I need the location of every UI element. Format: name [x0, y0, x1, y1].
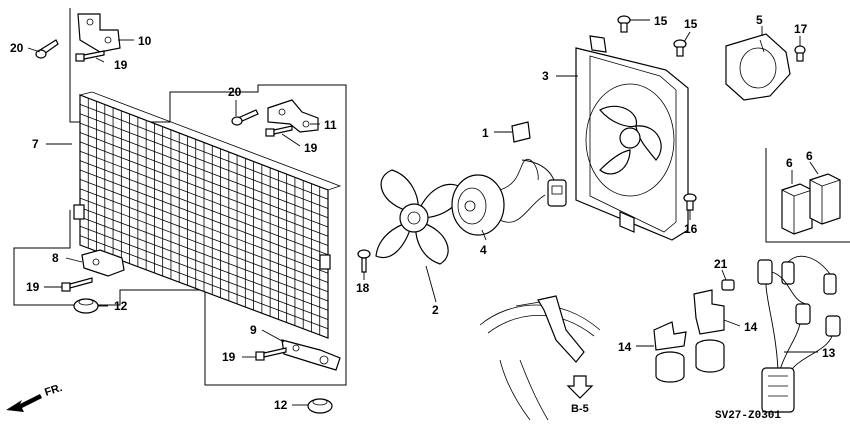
motor-cover-5[interactable]	[725, 33, 791, 101]
condenser[interactable]	[73, 91, 342, 339]
fan-motor[interactable]	[451, 158, 546, 236]
callout-17: 17	[794, 22, 808, 36]
grommet-12-lower[interactable]	[307, 398, 333, 414]
callout-13: 13	[822, 346, 836, 360]
callout-11: 11	[324, 118, 337, 132]
fan-blade[interactable]	[375, 169, 465, 265]
upper-bracket-11[interactable]	[267, 99, 319, 133]
callout-6-right: 6	[806, 149, 813, 163]
leader-lines	[27, 19, 819, 406]
connector-wire[interactable]	[521, 159, 567, 207]
bolt-15-left[interactable]	[617, 15, 631, 33]
section-arrow	[566, 375, 594, 399]
callout-15-right: 15	[684, 17, 698, 31]
relay-6-left[interactable]	[781, 183, 813, 235]
front-direction-arrow: FR.	[6, 382, 64, 412]
callout-3: 3	[542, 69, 549, 83]
callout-5: 5	[756, 13, 763, 27]
callout-2: 2	[432, 303, 439, 317]
screw-17[interactable]	[794, 45, 806, 62]
callout-12-upper: 12	[114, 299, 128, 313]
clip-1[interactable]	[511, 121, 531, 143]
bolt-15-right[interactable]	[673, 39, 687, 57]
condenser-group-outline	[13, 8, 347, 386]
bolt-19-middle[interactable]	[265, 125, 293, 137]
lower-bracket-8[interactable]	[81, 249, 125, 277]
callout-19-middle: 19	[304, 141, 318, 155]
callout-19-lower-left: 19	[26, 280, 40, 294]
callout-19-upper: 19	[114, 58, 128, 72]
callout-21: 21	[714, 257, 728, 271]
callout-18: 18	[356, 281, 370, 295]
screw-18[interactable]	[357, 249, 371, 273]
callout-19-lower: 19	[222, 350, 236, 364]
upper-bracket-10[interactable]	[77, 13, 121, 53]
callout-9: 9	[250, 323, 257, 337]
callout-8: 8	[52, 251, 59, 265]
callout-7: 7	[32, 137, 39, 151]
callout-4: 4	[480, 243, 487, 257]
nut-21[interactable]	[721, 279, 735, 291]
callout-15-left: 15	[654, 14, 668, 28]
callout-1: 1	[482, 126, 489, 140]
callout-6-left: 6	[786, 156, 793, 170]
bolt-20-middle[interactable]	[231, 109, 259, 126]
callout-14-right: 14	[744, 320, 758, 334]
bolt-19-lower-left[interactable]	[61, 277, 93, 292]
bolt-19-lower[interactable]	[255, 347, 287, 361]
direction-label: FR.	[43, 382, 64, 399]
vehicle-body-reference	[479, 295, 601, 421]
relay-6-right[interactable]	[809, 173, 841, 225]
callout-20-middle: 20	[228, 85, 242, 99]
wire-harness-13[interactable]	[757, 255, 841, 413]
section-reference-label: B-5	[571, 403, 589, 415]
callout-14-left: 14	[618, 340, 632, 354]
bracket-14-right[interactable]	[693, 289, 725, 335]
callout-20-upper: 20	[10, 41, 24, 55]
callout-16: 16	[684, 222, 698, 236]
bolt-20-upper[interactable]	[35, 39, 59, 59]
callout-12-lower: 12	[274, 398, 288, 412]
drawing-code: SV27-Z0301	[715, 410, 781, 422]
damper-left[interactable]	[655, 351, 685, 383]
bracket-14-left[interactable]	[653, 321, 687, 351]
grommet-12-upper[interactable]	[73, 298, 99, 314]
bolt-19-upper[interactable]	[75, 50, 105, 62]
callout-10: 10	[138, 34, 152, 48]
lower-bracket-9[interactable]	[281, 339, 341, 371]
damper-right[interactable]	[695, 339, 725, 373]
fan-shroud[interactable]	[575, 35, 689, 241]
relay-box	[765, 148, 850, 243]
